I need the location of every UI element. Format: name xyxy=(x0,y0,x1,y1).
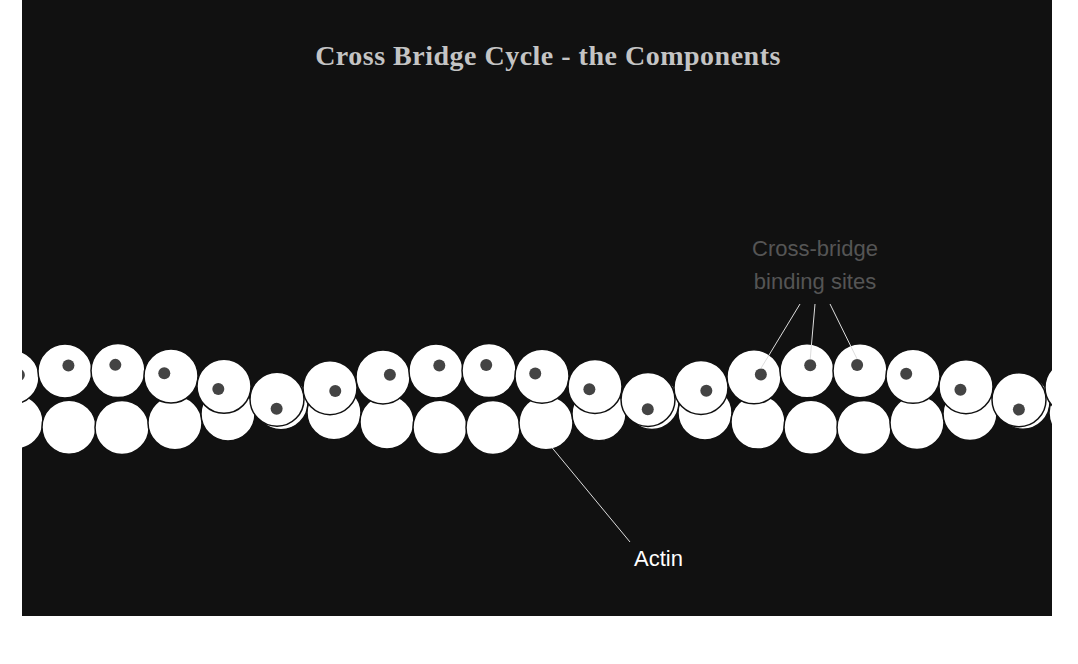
binding-site xyxy=(329,385,341,397)
binding-site xyxy=(583,383,595,395)
binding-site xyxy=(755,368,767,380)
actin-monomer xyxy=(833,344,887,398)
actin-monomer xyxy=(1045,360,1052,414)
actin-monomer xyxy=(38,344,92,398)
actin-monomer xyxy=(356,350,410,404)
actin-monomer xyxy=(22,395,43,449)
binding-site xyxy=(851,359,863,371)
binding-site xyxy=(271,403,283,415)
actin-monomer xyxy=(515,349,569,403)
binding-site xyxy=(433,359,445,371)
actin-monomer xyxy=(837,400,891,454)
part-label: Actin xyxy=(634,546,683,572)
leader-line xyxy=(761,304,800,368)
binding-site xyxy=(1013,404,1025,416)
actin-monomer xyxy=(197,359,251,413)
binding-site xyxy=(642,403,654,415)
actin-monomer xyxy=(621,372,675,426)
binding-site xyxy=(109,359,121,371)
actin-monomer xyxy=(674,360,728,414)
binding-site xyxy=(384,369,396,381)
binding-site xyxy=(804,359,816,371)
actin-monomer xyxy=(91,344,145,398)
actin-monomer xyxy=(939,360,993,414)
actin-monomer xyxy=(462,344,516,398)
binding-site xyxy=(22,369,25,381)
black-ground xyxy=(22,0,1052,616)
binding-site xyxy=(954,384,966,396)
actin-monomer xyxy=(784,400,838,454)
actin-monomer xyxy=(42,400,96,454)
binding-site xyxy=(529,367,541,379)
leader-line xyxy=(810,304,815,359)
actin-monomer xyxy=(519,396,573,450)
actin-monomer xyxy=(568,359,622,413)
part-label: Cross-bridge binding sites xyxy=(715,232,915,298)
actin-monomer xyxy=(409,344,463,398)
actin-monomer xyxy=(466,400,520,454)
title: Cross Bridge Cycle - the Components xyxy=(315,40,781,72)
actin-monomer xyxy=(992,373,1046,427)
actin-monomer xyxy=(780,344,834,398)
leader-line xyxy=(830,304,857,359)
actin-monomer xyxy=(250,372,304,426)
binding-site xyxy=(480,359,492,371)
binding-site xyxy=(158,367,170,379)
actin-monomer xyxy=(727,350,781,404)
actin-monomer xyxy=(886,349,940,403)
actin-monomer xyxy=(95,401,149,455)
binding-site xyxy=(700,385,712,397)
binding-site xyxy=(62,359,74,371)
actin-monomer xyxy=(413,400,467,454)
actin-monomer xyxy=(22,350,39,404)
leader-line xyxy=(552,448,630,542)
binding-site xyxy=(900,368,912,380)
actin-monomer xyxy=(303,361,357,415)
actin-monomer xyxy=(148,396,202,450)
binding-site xyxy=(212,383,224,395)
actin-monomer xyxy=(144,349,198,403)
